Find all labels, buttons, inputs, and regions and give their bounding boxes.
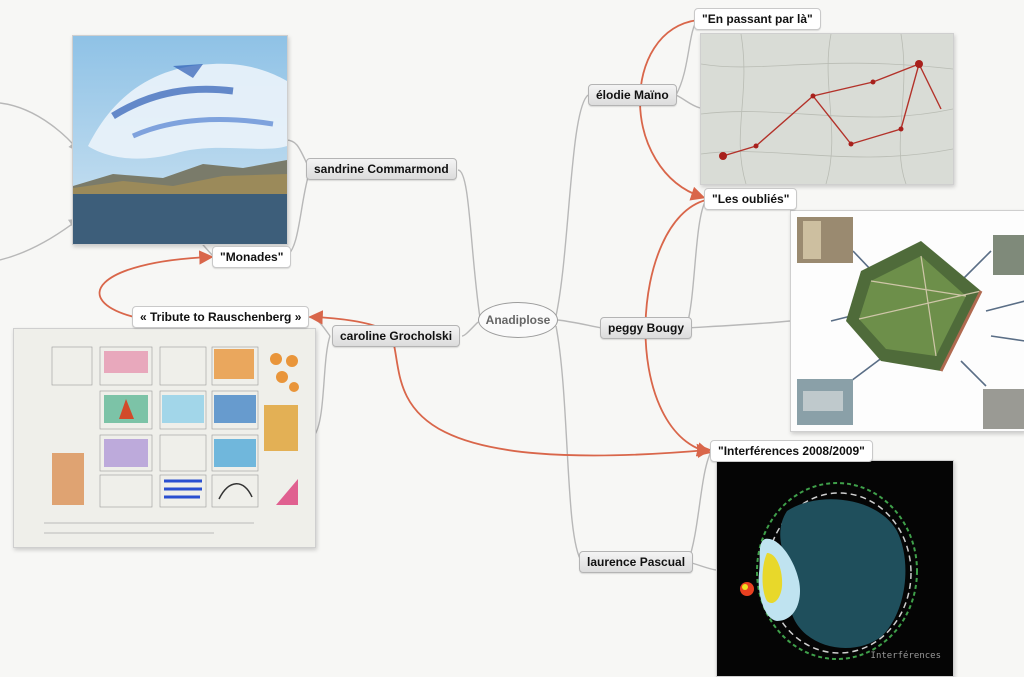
node-elodie-maino[interactable]: élodie Maïno — [588, 84, 677, 106]
node-tribute-to-rauschenberg[interactable]: « Tribute to Rauschenberg » — [132, 306, 310, 328]
link-center-laurence — [555, 325, 583, 563]
map-route-image — [700, 33, 954, 185]
central-node-anadiplose[interactable]: Anadiplose — [478, 302, 558, 338]
link-offscreen-1 — [0, 102, 80, 153]
rel-tribute-monades — [98, 250, 214, 318]
node-caroline-grocholski[interactable]: caroline Grocholski — [332, 325, 461, 347]
collage-drawing-image — [13, 328, 316, 548]
node-les-oublies[interactable]: "Les oubliés" — [704, 188, 798, 210]
link-caroline-collage — [313, 335, 331, 437]
node-label: élodie Maïno — [596, 88, 669, 102]
node-label: "Interférences 2008/2009" — [718, 444, 865, 458]
scan-overlay-text: Interférences — [870, 651, 941, 661]
link-sandrine-monades — [285, 169, 311, 257]
link-center-peggy — [557, 319, 603, 329]
link-center-elodie — [555, 94, 589, 317]
node-label: "Monades" — [220, 250, 284, 264]
brain-scan-image: Interférences — [716, 460, 954, 677]
node-en-passant-par-la[interactable]: "En passant par là" — [694, 8, 821, 30]
link-laurence-interferences — [687, 449, 713, 563]
node-label: "Les oubliés" — [712, 192, 790, 206]
link-center-sandrine — [457, 169, 481, 319]
link-peggy-oublies — [685, 199, 707, 329]
link-elodie-enpassant — [675, 18, 699, 96]
node-label: peggy Bougy — [608, 321, 685, 335]
node-label: laurence Pascual — [587, 555, 686, 569]
node-sandrine-commarmond[interactable]: sandrine Commarmond — [306, 158, 457, 180]
node-interferences[interactable]: "Interférences 2008/2009" — [710, 440, 873, 462]
link-offscreen-2 — [0, 218, 81, 261]
sea-landscape-image — [72, 35, 288, 245]
node-laurence-pascual[interactable]: laurence Pascual — [579, 551, 694, 573]
link-center-caroline — [461, 321, 479, 337]
rel-tribute-interferences — [389, 329, 712, 459]
link-elodie-map — [675, 94, 701, 109]
rel-enpassant-oublies — [639, 19, 706, 201]
node-monades[interactable]: "Monades" — [212, 246, 292, 268]
aerial-park-photo-collage — [790, 210, 1024, 432]
central-node-label: Anadiplose — [485, 313, 551, 327]
node-label: "En passant par là" — [702, 12, 813, 26]
node-label: caroline Grocholski — [340, 329, 453, 343]
node-label: « Tribute to Rauschenberg » — [140, 310, 302, 324]
node-peggy-bougy[interactable]: peggy Bougy — [600, 317, 693, 339]
node-label: sandrine Commarmond — [314, 162, 449, 176]
link-peggy-aerial — [685, 320, 791, 329]
